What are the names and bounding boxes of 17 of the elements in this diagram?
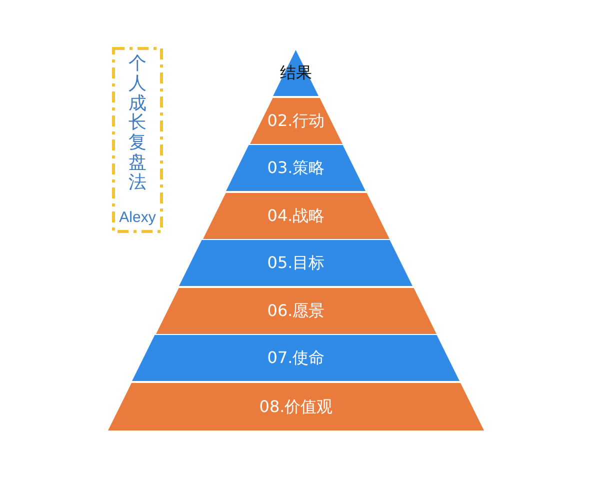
band-label: 04.战略: [267, 206, 325, 226]
band-label: 06.愿景: [267, 300, 325, 320]
pyramid-band: [250, 98, 342, 144]
pyramid-band: [226, 145, 366, 191]
band-label: 02.行动: [267, 110, 325, 130]
pyramid-band: [156, 288, 436, 334]
band-label: 08.价值观: [259, 396, 333, 416]
vertical-title: 个人成长复盘法: [128, 54, 146, 193]
dashed-frame: [112, 47, 163, 233]
author-name: Alexy: [119, 209, 156, 226]
band-label: 07.使命: [267, 348, 325, 368]
band-label: 05.目标: [267, 253, 325, 273]
band-label: 03.策略: [267, 158, 325, 178]
pyramid-band: [179, 240, 413, 286]
pyramid-band: [132, 335, 460, 381]
pyramid-band: [108, 382, 484, 430]
pyramid-band: [202, 192, 390, 238]
